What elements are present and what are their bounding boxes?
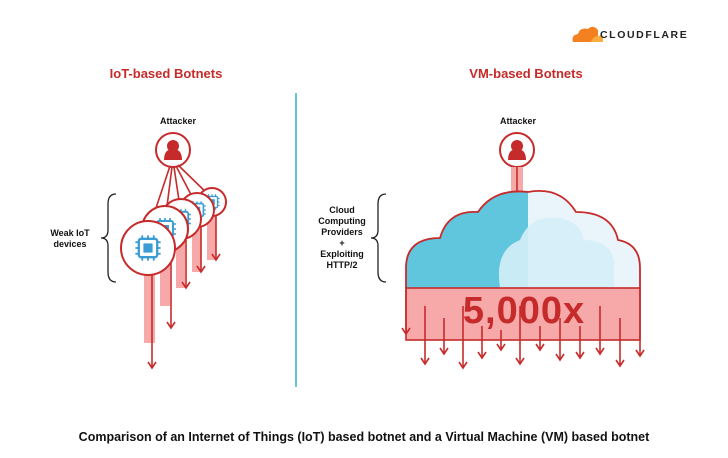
- iot-botnets-title: IoT-based Botnets: [109, 66, 223, 81]
- amplified-traffic-band: [405, 287, 641, 341]
- left-attacker-label: Attacker: [160, 116, 197, 126]
- left-attacker-icon: [155, 132, 191, 168]
- right-attacker-icon: [499, 132, 535, 168]
- weak-iot-devices-label: Weak IoT devices: [50, 228, 90, 249]
- panel-divider: [295, 93, 297, 387]
- cloud-providers-label: Cloud Computing Providers + Exploiting H…: [318, 205, 366, 270]
- cloud-group-brace: [370, 193, 387, 283]
- vm-traffic-arrows: [401, 288, 645, 370]
- cloud-icon: [405, 190, 641, 288]
- figure-caption: Comparison of an Internet of Things (IoT…: [78, 430, 650, 444]
- vm-botnets-title: VM-based Botnets: [469, 66, 583, 81]
- iot-device-icons: [120, 187, 227, 276]
- brand-name: CLOUDFLARE: [600, 29, 689, 41]
- cloudflare-logo: [572, 26, 603, 42]
- iot-group-brace: [100, 193, 117, 283]
- right-attacker-label: Attacker: [500, 116, 537, 126]
- amplification-multiplier: 5,000x: [462, 290, 586, 332]
